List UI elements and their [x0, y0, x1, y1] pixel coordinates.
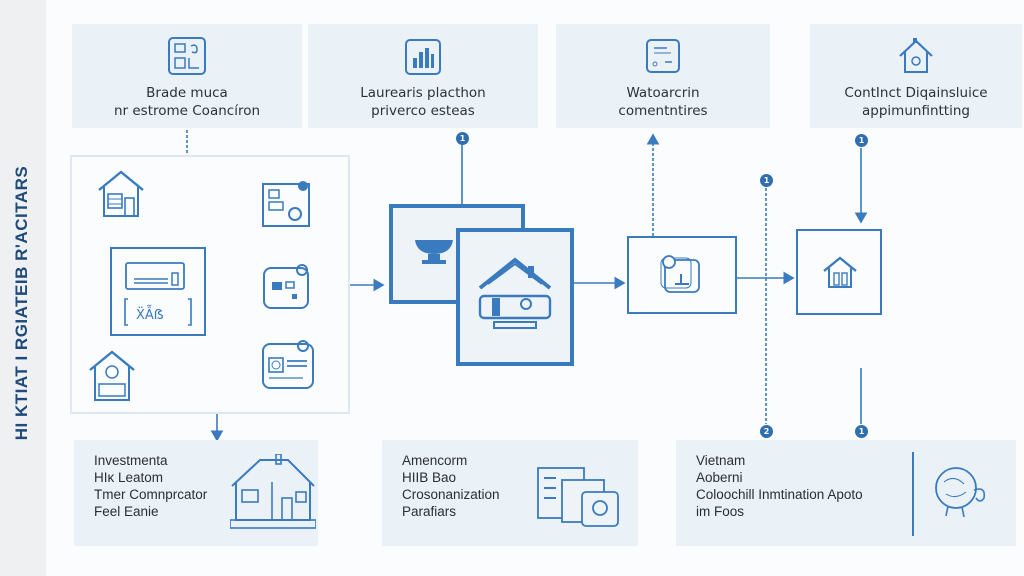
house-icon — [229, 453, 317, 536]
blueprint-icon — [261, 180, 313, 232]
step-badge: 1 — [855, 134, 868, 147]
living-house-icon — [474, 254, 556, 338]
bowl-icon — [413, 236, 455, 270]
svg-text:ẌẪẞ: ẌẪẞ — [136, 306, 164, 323]
gadget-card-icon — [262, 262, 314, 314]
house-icon — [822, 255, 858, 293]
step-badge: 1 — [760, 174, 773, 187]
house-icon — [896, 36, 936, 80]
side-strip: HI KTIAT I RGIATEIB R'ACITARS — [0, 0, 46, 576]
document-list-icon — [645, 38, 681, 78]
house-icon — [86, 348, 138, 408]
bar-chart-icon — [404, 38, 442, 80]
mascot-icon — [930, 460, 992, 526]
step-badge: 1 — [456, 132, 469, 145]
documents-icon — [536, 466, 626, 536]
info-badge-icon — [659, 252, 703, 300]
id-card-icon[interactable]: ẌẪẞ — [110, 247, 206, 336]
house-icon — [95, 168, 147, 224]
house-node[interactable] — [796, 229, 882, 315]
profile-card-icon — [261, 338, 317, 394]
center-front-frame[interactable] — [456, 228, 574, 366]
divider — [912, 452, 914, 536]
dashboard-grid-icon — [167, 36, 207, 80]
step-badge: 1 — [855, 425, 868, 438]
info-node[interactable] — [627, 236, 737, 314]
step-badge: 2 — [760, 425, 773, 438]
